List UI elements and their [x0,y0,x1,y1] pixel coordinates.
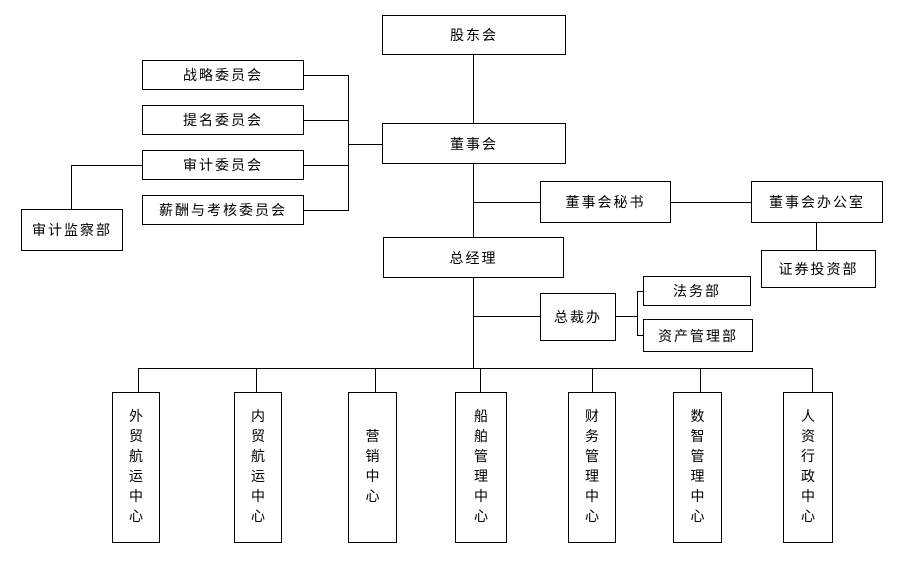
connector-line [480,368,481,392]
connector-line [138,368,813,369]
node-label: 数智管理中心 [690,409,705,525]
connector-line [375,368,376,392]
node-president-office: 总裁办 [540,293,616,341]
node-label: 董事会办公室 [769,196,865,211]
node-board-of-directors: 董事会 [382,123,566,164]
connector-line [700,368,701,392]
node-audit-committee: 审计委员会 [142,150,304,180]
node-shareholders-meeting: 股东会 [382,15,566,55]
connector-line [637,291,638,336]
node-label: 船舶管理中心 [474,409,488,525]
node-digital-intelligence-management-center: 数智管理中心 [673,392,722,543]
node-foreign-trade-shipping-center: 外贸航运中心 [112,392,160,543]
connector-line [256,368,257,392]
node-audit-supervision-dept: 审计监察部 [21,209,123,251]
node-label: 审计监察部 [32,224,112,239]
node-strategy-committee: 战略委员会 [142,60,304,90]
node-label: 财务管理中心 [585,409,599,525]
node-remuneration-assessment-committee: 薪酬与考核委员会 [142,195,304,225]
connector-line [473,202,540,203]
node-label: 营销中心 [365,429,380,505]
node-label: 审计委员会 [183,159,263,174]
node-label: 总裁办 [554,311,602,326]
node-label: 人资行政中心 [801,409,815,525]
connector-line [616,316,637,317]
node-nomination-committee: 提名委员会 [142,105,304,135]
connector-line [71,165,143,166]
connector-line [671,202,751,203]
node-label: 外贸航运中心 [129,409,143,525]
connector-line [592,368,593,392]
node-asset-management-dept: 资产管理部 [643,319,753,352]
connector-line [473,164,474,237]
node-hr-admin-center: 人资行政中心 [783,392,833,543]
node-label: 资产管理部 [658,329,738,345]
node-label: 股东会 [450,29,498,44]
connector-line [138,368,139,392]
node-securities-investment-dept: 证券投资部 [761,250,876,288]
node-label: 战略委员会 [183,69,263,84]
connector-line [71,165,72,209]
connector-line [348,144,383,145]
node-label: 内贸航运中心 [251,409,265,525]
connector-line [304,75,349,76]
node-general-manager: 总经理 [383,237,564,278]
connector-line [473,278,474,368]
connector-line [304,120,349,121]
connector-line [637,335,644,336]
node-ship-management-center: 船舶管理中心 [455,392,507,543]
connector-line [473,55,474,123]
node-marketing-center: 营销中心 [348,392,397,543]
node-legal-dept: 法务部 [643,276,751,306]
node-finance-management-center: 财务管理中心 [568,392,616,543]
node-label: 董事会秘书 [565,196,646,211]
node-label: 提名委员会 [183,114,263,129]
node-board-office: 董事会办公室 [751,181,883,223]
node-label: 薪酬与考核委员会 [159,204,287,219]
node-label: 总经理 [449,251,498,267]
connector-line [473,316,540,317]
node-label: 董事会 [450,137,498,153]
node-board-secretary: 董事会秘书 [540,181,671,223]
node-domestic-trade-shipping-center: 内贸航运中心 [234,392,282,543]
connector-line [348,75,349,211]
connector-line [637,291,644,292]
connector-line [812,368,813,392]
node-label: 法务部 [673,285,721,300]
connector-line [304,210,349,211]
connector-line [816,223,817,250]
connector-line [304,165,349,166]
node-label: 证券投资部 [778,263,859,278]
